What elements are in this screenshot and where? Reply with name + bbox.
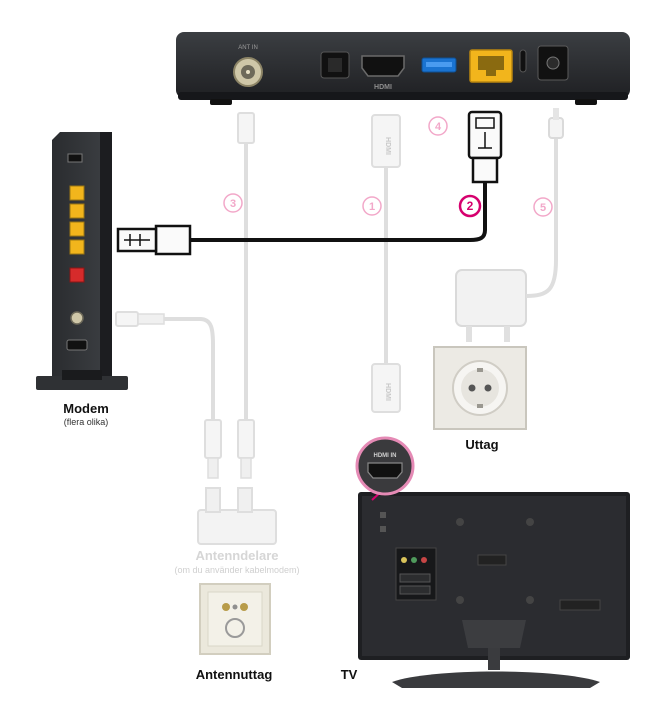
modem-wan-port: [69, 267, 85, 283]
hdmi-port: HDMI: [361, 55, 405, 91]
power-adapter: [455, 108, 564, 342]
step-badge-4: 4: [428, 116, 448, 136]
step-badge-1: 1: [362, 196, 382, 216]
modem-sublabel: (flera olika): [64, 417, 109, 427]
step-badge-5: 5: [533, 197, 553, 217]
power-port: [537, 45, 569, 81]
antenna-wall-outlet: [199, 583, 271, 655]
hdmi-cable: HDMI HDMI: [371, 114, 401, 413]
step-badge-4-number: 4: [435, 121, 442, 133]
splitter-label: Antenndelare: [195, 548, 278, 563]
hdmi-plug-label-top: HDMI: [384, 137, 391, 155]
step-badge-1-number: 1: [369, 201, 375, 213]
modem-lan-port-1: [69, 185, 85, 201]
tv-hdmi-port-label: HDMI IN: [374, 453, 397, 459]
step-badge-2-number: 2: [467, 199, 474, 213]
modem-usb-port: [67, 153, 83, 163]
tv: [358, 492, 630, 688]
ethernet-cable: [116, 110, 503, 256]
antenna-outlet-label: Antennuttag: [196, 667, 273, 682]
set-top-box: ANT IN HDMI: [176, 32, 630, 105]
antenna-port-label: ANT IN: [238, 45, 258, 51]
antenna-splitter: [197, 487, 277, 545]
modem-label: Modem: [63, 401, 109, 416]
outlet-label: Uttag: [465, 437, 498, 452]
hdmi-port-label: HDMI: [374, 84, 392, 91]
tv-hdmi-callout: HDMI IN: [355, 436, 415, 501]
modem-coax-port: [70, 311, 84, 325]
hdmi-plug-label-bottom: HDMI: [384, 383, 391, 401]
ethernet-port: [469, 49, 513, 83]
modem-coax-cable: [115, 311, 222, 479]
antenna-cable: [237, 112, 255, 479]
modem-lan-port-3: [69, 221, 85, 237]
step-badge-3-number: 3: [230, 198, 236, 210]
modem-power-switch: [66, 339, 88, 351]
antenna-port: ANT IN: [233, 45, 263, 87]
splitter-sublabel: (om du använder kabelmodem): [174, 565, 299, 575]
tv-label: TV: [341, 667, 358, 682]
step-badge-5-number: 5: [540, 202, 546, 214]
modem-lan-port-4: [69, 239, 85, 255]
reset-button: [519, 49, 527, 73]
step-badge-2: 2: [458, 194, 482, 218]
usb-port: [421, 57, 457, 73]
modem-lan-port-2: [69, 203, 85, 219]
power-outlet: [433, 346, 527, 430]
step-badge-3: 3: [223, 193, 243, 213]
optical-port: [320, 51, 350, 79]
modem: [36, 132, 128, 390]
